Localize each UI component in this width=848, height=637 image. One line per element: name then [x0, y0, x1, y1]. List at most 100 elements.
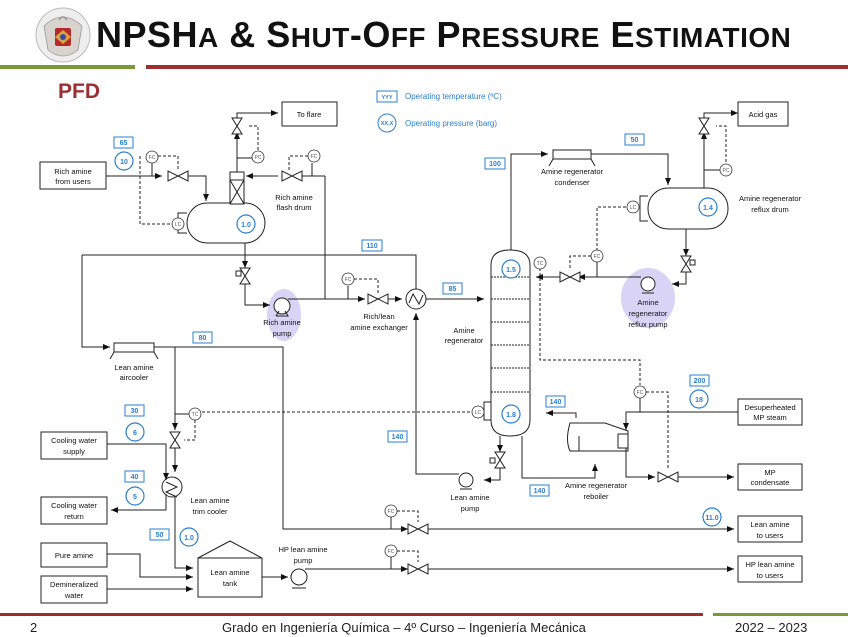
temperature-controller-icon — [533, 256, 547, 270]
temperature-value: 110 — [366, 243, 377, 250]
legend-pressure-symbol: XX.X — [381, 121, 394, 127]
equipment-label: Rich amine — [275, 193, 313, 202]
equipment-label: pump — [273, 329, 292, 338]
terminal-label: Lean amine — [750, 520, 789, 529]
temperature-value: 50 — [156, 532, 164, 539]
valve-icon — [559, 271, 581, 283]
instrument-tag: FC — [594, 254, 601, 260]
equipment-label: Lean amine — [210, 568, 249, 577]
instrument-tag: FC — [637, 390, 644, 396]
temperature-value: 40 — [131, 474, 139, 481]
instrument-tag: LC — [175, 222, 182, 228]
equipment-label: reboiler — [583, 492, 609, 501]
equipment-label: Amine regenerator — [541, 167, 604, 176]
flow-controller-icon — [145, 150, 159, 164]
instrument-tag: LC — [630, 205, 637, 211]
reflux-pump-highlight — [621, 268, 675, 328]
equipment-label: Amine — [453, 326, 474, 335]
equipment-label: pump — [461, 504, 480, 513]
temperature-value: 140 — [392, 434, 404, 441]
equipment-label: condenser — [554, 178, 590, 187]
pressure-value: 18 — [695, 397, 703, 404]
valve-icon — [494, 451, 506, 469]
valve-icon — [239, 267, 251, 285]
pressure-value: 5 — [133, 494, 137, 501]
temperature-value: 50 — [631, 137, 639, 144]
terminal-label: condensate — [751, 478, 790, 487]
level-controller-icon — [471, 405, 485, 419]
temperature-value: 200 — [694, 378, 706, 385]
valve-icon — [698, 117, 710, 135]
terminal-label: Demineralized — [50, 580, 98, 589]
temperature-value: 30 — [131, 408, 139, 415]
valve-icon — [281, 170, 303, 182]
equipment-label: aircooler — [120, 373, 149, 382]
pressure-controller-icon — [251, 150, 265, 164]
amine-regenerator-reflux-pump — [640, 276, 656, 292]
flow-controller-icon — [384, 504, 398, 518]
terminal-cooling-water-supply — [40, 431, 108, 460]
pressure-value: 1.8 — [506, 412, 516, 419]
flash-drum-packing — [229, 171, 245, 205]
terminal-acid-gas — [737, 101, 789, 127]
equipment-label: Lean amine — [114, 363, 153, 372]
valve-icon — [167, 170, 189, 182]
level-controller-icon — [626, 200, 640, 214]
instrument-tag: FC — [388, 509, 395, 515]
lean-amine-trim-cooler — [161, 476, 183, 498]
terminal-mp-condensate — [737, 463, 803, 491]
equipment-label: HP lean amine — [278, 545, 327, 554]
equipment-label: Amine regenerator — [739, 194, 802, 203]
equipment-label: tank — [223, 579, 237, 588]
equipment-label: reflux drum — [751, 205, 789, 214]
equipment-label: pump — [294, 556, 313, 565]
amine-regenerator-column — [490, 249, 531, 437]
terminal-label: to users — [757, 531, 784, 540]
equipment-label: Amine — [637, 298, 658, 307]
temperature-value: 65 — [120, 140, 128, 147]
terminal-label: from users — [55, 177, 91, 186]
terminal-label: return — [64, 512, 84, 521]
terminal-label: to users — [757, 571, 784, 580]
footer-course: Grado en Ingeniería Química – 4º Curso –… — [222, 620, 586, 635]
temperature-value: 100 — [489, 161, 501, 168]
header-divider-red — [146, 65, 848, 69]
temperature-value: 80 — [199, 335, 207, 342]
instrument-tag: FC — [311, 154, 318, 160]
temperature-value: 140 — [550, 399, 562, 406]
pressure-value: 1.5 — [506, 267, 516, 274]
instrument-tag: FC — [149, 155, 156, 161]
legend-pressure-label: Operating pressure (barg) — [405, 119, 497, 128]
lean-amine-pump — [458, 472, 474, 488]
pressure-value: 6 — [133, 430, 137, 437]
footer-divider-red — [0, 613, 703, 616]
equipment-label: Lean amine — [450, 493, 489, 502]
equipment-label: Rich/lean — [363, 312, 394, 321]
flow-controller-icon — [341, 272, 355, 286]
equipment-label: amine exchanger — [350, 323, 408, 332]
equipment-label: regenerator — [629, 309, 668, 318]
instrument-tag: FC — [345, 277, 352, 283]
temperature-value: 140 — [534, 488, 546, 495]
valve-icon — [231, 117, 243, 135]
pressure-value: 11.0 — [705, 515, 718, 522]
terminal-label: Desuperheated — [744, 403, 795, 412]
flow-controller-icon — [590, 249, 604, 263]
page-number: 2 — [30, 620, 38, 635]
equipment-label: reflux pump — [628, 320, 667, 329]
legend-temperature-label: Operating temperature (ºC) — [405, 92, 502, 101]
instrument-tag: LC — [475, 410, 482, 416]
flow-controller-icon — [307, 149, 321, 163]
pressure-value: 1.0 — [241, 222, 251, 229]
amine-regenerator-condenser — [552, 149, 592, 160]
footer-divider-green — [713, 613, 848, 616]
terminal-hp-lean-amine-to-users — [737, 555, 803, 583]
instrument-tag: FC — [388, 549, 395, 555]
equipment-label: Lean amine — [190, 496, 229, 505]
temperature-value: 85 — [449, 286, 457, 293]
flow-controller-icon — [633, 385, 647, 399]
valve-icon — [367, 293, 389, 305]
legend-temperature-symbol: YYY — [381, 95, 392, 101]
level-controller-icon — [171, 217, 185, 231]
